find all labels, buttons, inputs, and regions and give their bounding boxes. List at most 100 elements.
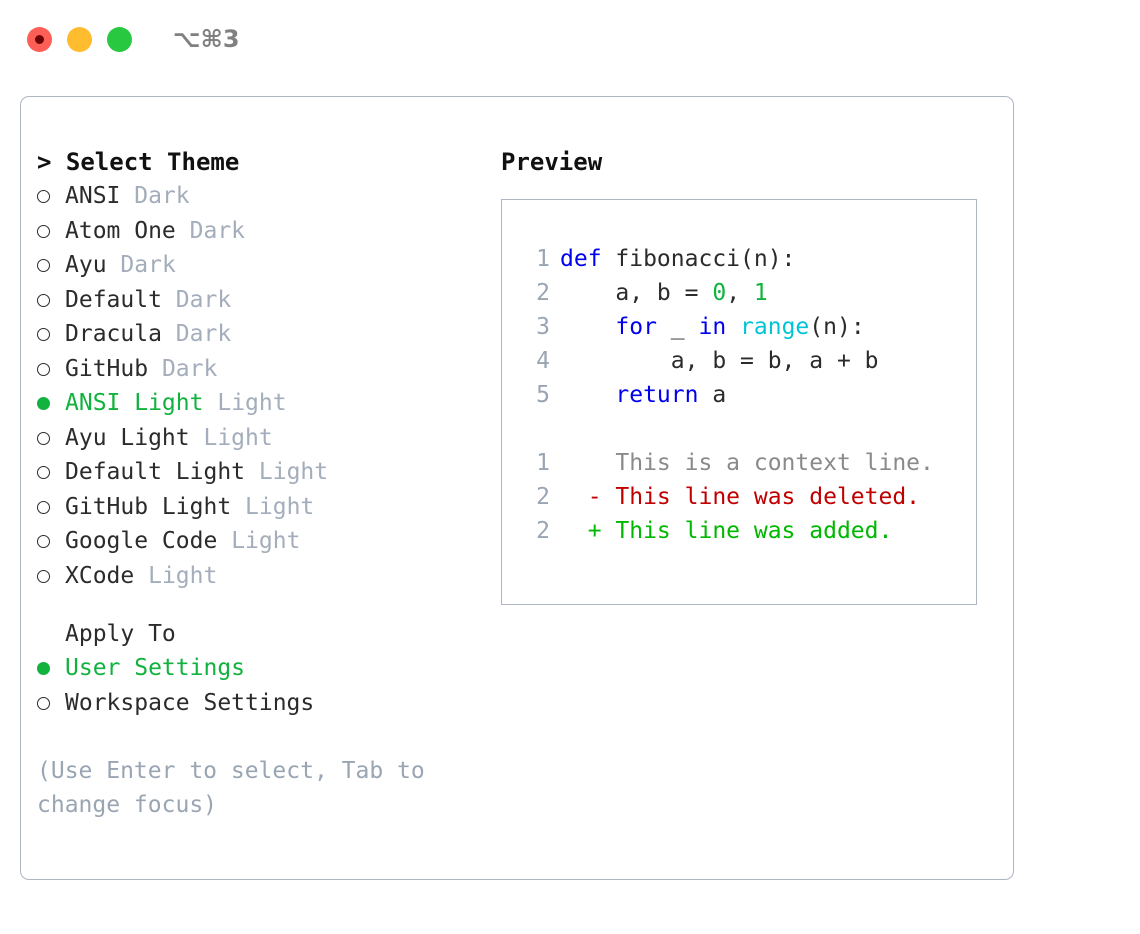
code-token: a, b = b, a + b bbox=[560, 348, 879, 374]
radio-unselected-icon[interactable] bbox=[37, 559, 65, 593]
maximize-button[interactable] bbox=[107, 26, 132, 52]
recording-indicator-icon bbox=[35, 34, 44, 44]
radio-unselected-icon[interactable] bbox=[37, 421, 65, 455]
radio-unselected-icon[interactable] bbox=[37, 214, 65, 248]
code-line-number: 2 bbox=[536, 280, 550, 306]
code-line-number: 1 bbox=[536, 246, 550, 272]
code-line: 5 return a bbox=[516, 378, 976, 412]
theme-name-gap bbox=[245, 455, 259, 489]
radio-dot bbox=[37, 190, 50, 203]
theme-kind-badge: Dark bbox=[189, 217, 246, 244]
theme-name: Dracula bbox=[65, 321, 162, 347]
theme-kind-badge: Dark bbox=[120, 252, 176, 278]
theme-list-item[interactable]: XCode Light bbox=[37, 559, 497, 594]
theme-kind-badge: Light bbox=[217, 390, 287, 416]
theme-name-gap bbox=[203, 386, 217, 420]
diff-line: 2 - This line was deleted. bbox=[516, 480, 976, 514]
theme-name-gap bbox=[148, 352, 162, 386]
theme-kind-badge: Light bbox=[258, 459, 329, 485]
code-token bbox=[726, 310, 740, 344]
radio-dot bbox=[37, 293, 50, 307]
code-token: return bbox=[615, 382, 699, 408]
theme-name-gap bbox=[120, 179, 134, 213]
diff-text: This is a context line. bbox=[615, 450, 934, 476]
theme-name: GitHub bbox=[65, 355, 149, 382]
theme-kind-badge: Light bbox=[203, 424, 273, 451]
theme-list-item[interactable]: Atom One Dark bbox=[37, 214, 497, 249]
radio-dot bbox=[37, 397, 50, 410]
theme-name: Default bbox=[65, 286, 162, 313]
radio-dot bbox=[37, 569, 50, 583]
theme-kind-badge: Dark bbox=[134, 183, 190, 209]
theme-kind-badge: Dark bbox=[161, 355, 218, 382]
theme-kind-badge: Light bbox=[231, 528, 301, 554]
theme-name: Google Code bbox=[65, 528, 218, 554]
code-token: _ bbox=[656, 314, 699, 340]
theme-name-gap bbox=[162, 283, 176, 317]
code-line: 2 a, b = 0, 1 bbox=[516, 276, 976, 310]
minimize-button[interactable] bbox=[67, 26, 92, 52]
code-token: a, b = bbox=[560, 280, 713, 306]
apply-to-option-label: User Settings bbox=[65, 655, 246, 681]
theme-list-item[interactable]: GitHub Light Light bbox=[37, 490, 497, 525]
theme-list-item[interactable]: Ayu Dark bbox=[37, 248, 497, 283]
radio-unselected-icon[interactable] bbox=[37, 456, 65, 490]
radio-unselected-icon[interactable] bbox=[37, 249, 65, 283]
radio-unselected-icon[interactable] bbox=[37, 283, 65, 317]
radio-unselected-icon[interactable] bbox=[37, 352, 65, 386]
diff-text: This line was deleted. bbox=[615, 484, 921, 510]
close-button[interactable] bbox=[27, 26, 52, 52]
theme-name-gap bbox=[231, 490, 245, 524]
theme-list-item[interactable]: ANSI Dark bbox=[37, 179, 497, 214]
code-token: def bbox=[560, 246, 602, 272]
radio-dot bbox=[37, 431, 50, 445]
diff-line-number: 2 bbox=[536, 484, 550, 510]
radio-dot bbox=[37, 696, 50, 710]
apply-to-option[interactable]: User Settings bbox=[37, 651, 497, 686]
diff-line-number: 2 bbox=[536, 518, 550, 544]
diff-marker: + bbox=[560, 518, 616, 544]
code-line: 4 a, b = b, a + b bbox=[516, 344, 976, 378]
code-line-number: 5 bbox=[536, 382, 550, 408]
preview-label: Preview bbox=[501, 148, 603, 176]
code-token: in bbox=[698, 314, 727, 340]
theme-name: Default Light bbox=[65, 459, 246, 485]
theme-list-item[interactable]: GitHub Dark bbox=[37, 352, 497, 387]
radio-unselected-icon[interactable] bbox=[37, 318, 65, 352]
code-token bbox=[560, 310, 615, 344]
radio-unselected-icon[interactable] bbox=[37, 525, 65, 559]
theme-kind-badge: Dark bbox=[175, 321, 232, 347]
code-diff-separator bbox=[516, 412, 976, 446]
theme-list-item[interactable]: Dracula Dark bbox=[37, 317, 497, 352]
diff-line: 2 + This line was added. bbox=[516, 514, 976, 548]
title-bar: ⌥⌘3 bbox=[0, 0, 1140, 78]
radio-selected-icon[interactable] bbox=[37, 652, 65, 686]
radio-dot bbox=[37, 259, 50, 272]
apply-to-option[interactable]: Workspace Settings bbox=[37, 686, 497, 721]
diff-marker bbox=[560, 446, 615, 480]
theme-list-item[interactable]: Default Dark bbox=[37, 283, 497, 318]
code-line-number: 3 bbox=[536, 314, 550, 340]
keyboard-hint: (Use Enter to select, Tab to change focu… bbox=[37, 758, 439, 818]
theme-list-item[interactable]: Ayu Light Light bbox=[37, 421, 497, 456]
radio-unselected-icon[interactable] bbox=[37, 490, 65, 524]
theme-name: Atom One bbox=[65, 217, 176, 244]
radio-selected-icon[interactable] bbox=[37, 387, 65, 421]
theme-name-gap bbox=[217, 524, 231, 558]
theme-kind-badge: Light bbox=[148, 562, 218, 589]
code-token: range bbox=[740, 314, 810, 340]
diff-line: 1 This is a context line. bbox=[516, 446, 976, 480]
radio-dot bbox=[37, 662, 50, 675]
theme-list-item[interactable]: Google Code Light bbox=[37, 524, 497, 559]
apply-to-title: Apply To bbox=[65, 621, 176, 647]
radio-unselected-icon[interactable] bbox=[37, 686, 65, 720]
theme-list-item[interactable]: Default Light Light bbox=[37, 455, 497, 490]
radio-unselected-icon[interactable] bbox=[37, 180, 65, 214]
theme-list-item[interactable]: ANSI Light Light bbox=[37, 386, 497, 421]
